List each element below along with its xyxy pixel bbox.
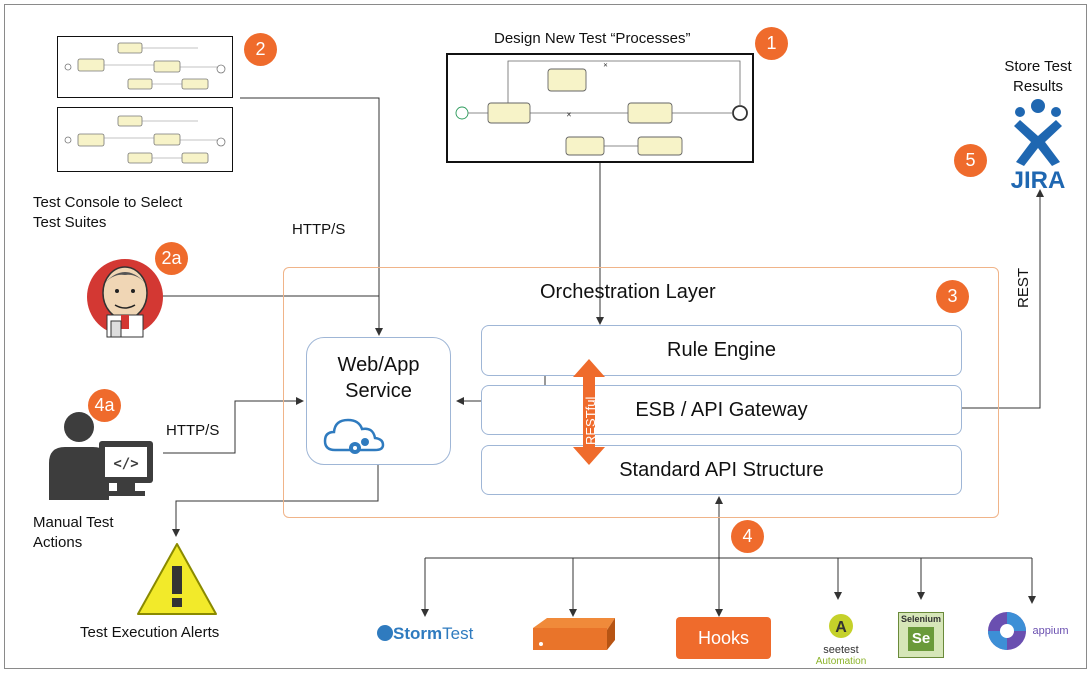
stormtest-wordmark-a: Storm — [393, 624, 443, 643]
http-label-top: HTTP/S — [292, 221, 346, 238]
bpmn-thumbnail-1 — [57, 36, 233, 98]
seetest-logo: A seetest Automation — [806, 612, 876, 667]
appium-wordmark: appium — [1032, 625, 1069, 637]
store-results-label: Store Test Results — [1004, 58, 1072, 96]
step-badge-2: 2 — [244, 33, 277, 66]
stormtest-logo: StormTest — [377, 624, 473, 644]
jira-wordmark: JIRA — [1011, 167, 1066, 194]
orchestration-title: Orchestration Layer — [540, 281, 716, 303]
cloud-gears-icon — [323, 418, 385, 454]
warning-icon — [137, 543, 217, 615]
step-badge-3: 3 — [936, 280, 969, 313]
esb-gateway-label: ESB / API Gateway — [635, 399, 808, 421]
selenium-se-icon: Se — [908, 627, 934, 651]
step-badge-4a: 4a — [88, 389, 121, 422]
appium-icon — [988, 612, 1026, 650]
test-console-label: Test Console to Select Test Suites — [33, 194, 183, 232]
line-esb-to-jira — [962, 189, 1044, 409]
step-badge-4: 4 — [731, 520, 764, 553]
step-badge-1: 1 — [755, 27, 788, 60]
line-manual-to-webapp — [163, 397, 304, 454]
rule-engine-box: Rule Engine — [481, 325, 962, 376]
line-processes-to-webapp — [240, 97, 383, 336]
step-badge-2a: 2a — [155, 242, 188, 275]
http-label-manual: HTTP/S — [166, 422, 220, 439]
diagram-frame — [4, 4, 1087, 669]
seetest-wordmark: seetest — [823, 644, 859, 656]
standard-api-box: Standard API Structure — [481, 445, 962, 495]
hooks-box: Hooks — [676, 617, 771, 659]
appium-logo: appium — [986, 610, 1069, 652]
seetest-a-icon: A — [829, 614, 853, 638]
alerts-label: Test Execution Alerts — [80, 624, 220, 641]
selenium-logo: Selenium Se — [898, 612, 944, 658]
line-webapp-to-alerts — [172, 465, 379, 537]
svg-text:✕: ✕ — [603, 63, 608, 69]
bpmn-thumbnail-icon: ✕ ✕ — [455, 60, 748, 156]
stormtest-wordmark-b: Test — [442, 624, 474, 643]
rule-engine-label: Rule Engine — [667, 339, 776, 361]
person-computer-icon: </> — [49, 412, 153, 500]
esb-gateway-box: ESB / API Gateway — [481, 385, 962, 435]
selenium-label: Selenium — [900, 614, 941, 624]
jenkins-icon — [87, 259, 163, 338]
restful-label: RESTful — [583, 396, 598, 445]
webapp-service-label: Web/App Service — [337, 354, 420, 402]
rest-label: REST — [1015, 267, 1032, 308]
seetest-automation: Automation — [815, 656, 867, 667]
bpmn-process-diagram: ✕ ✕ — [446, 53, 754, 163]
webapp-service-box: Web/App Service — [306, 337, 451, 465]
standard-api-label: Standard API Structure — [619, 459, 824, 481]
svg-text:A: A — [835, 619, 847, 636]
design-processes-label: Design New Test “Processes” — [494, 30, 691, 47]
restful-arrow — [573, 359, 605, 465]
svg-text:✕: ✕ — [566, 112, 572, 119]
orchestration-layer — [283, 267, 999, 518]
svg-text:</>: </> — [113, 456, 138, 472]
jira-logo: JIRA — [1011, 99, 1066, 194]
bpmn-thumbnail-icon — [64, 115, 226, 164]
manual-actions-label: Manual Test Actions — [33, 514, 114, 552]
hardware-device — [533, 618, 615, 650]
bpmn-thumbnail-2 — [57, 107, 233, 172]
stormtest-swirl-icon — [377, 625, 393, 641]
bpmn-thumbnail-icon — [64, 42, 226, 90]
step-badge-5: 5 — [954, 144, 987, 177]
